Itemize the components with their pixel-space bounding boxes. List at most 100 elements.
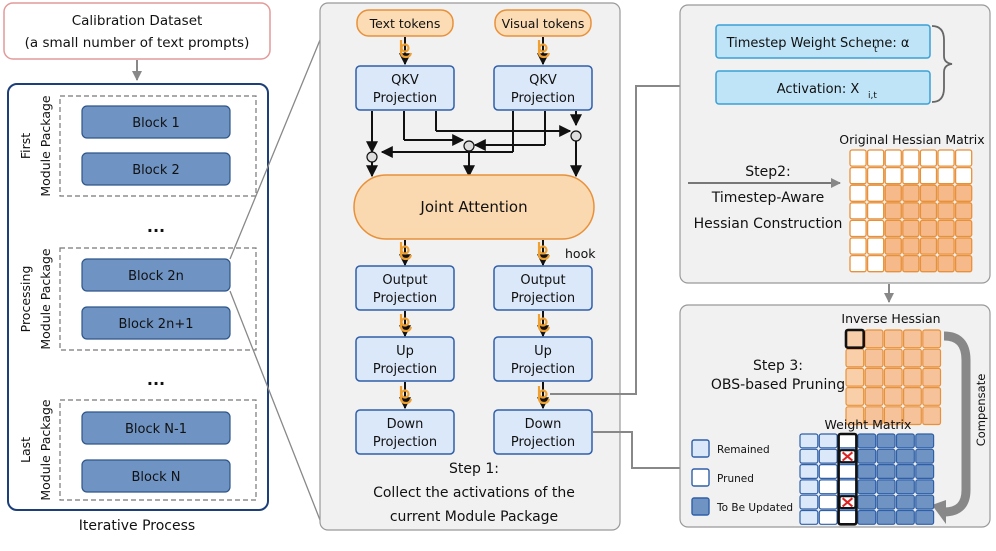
inverse-hessian-cell xyxy=(883,348,903,368)
zoom-line-top xyxy=(229,39,321,260)
hessian-cell xyxy=(849,166,867,185)
hessian-cell xyxy=(849,202,867,220)
weight-matrix-title: Weight Matrix xyxy=(825,417,912,432)
hessian-cell xyxy=(919,219,938,238)
qkv-text-line2: Projection xyxy=(373,91,437,106)
hessian-cell xyxy=(902,202,920,220)
weight-cell xyxy=(837,479,857,495)
timestep-weight-scheme-box: Timestep Weight Scheme: α t xyxy=(715,24,931,59)
hessian-cell xyxy=(866,184,885,202)
inverse-hessian-highlight xyxy=(844,328,866,350)
hessian-cell xyxy=(954,149,973,167)
activation-sub: i,t xyxy=(868,91,877,101)
processing-package-frame xyxy=(59,247,257,351)
hessian-cell xyxy=(954,184,973,202)
inverse-hessian-cell xyxy=(864,329,884,349)
weight-cell xyxy=(837,433,857,449)
hessian-cell xyxy=(884,202,902,220)
hessian-cell xyxy=(884,254,902,273)
original-hessian-title: Original Hessian Matrix xyxy=(839,132,984,147)
weight-cell xyxy=(857,509,877,525)
inverse-hessian-cell xyxy=(845,348,865,368)
hessian-cell xyxy=(954,219,973,238)
ellipsis-2: ... xyxy=(147,370,165,389)
weight-cell xyxy=(818,479,838,495)
iterative-process-frame: First Module Package Block 1 Block 2 ...… xyxy=(7,83,269,511)
last-package-label1: Last xyxy=(18,437,33,463)
activation-box: Activation: X i,t xyxy=(715,70,931,105)
weight-cell xyxy=(799,509,819,525)
weight-cell xyxy=(818,464,838,480)
step1-caption-line1: Step 1: xyxy=(449,461,499,477)
hessian-cell xyxy=(866,202,885,220)
weight-cell xyxy=(799,464,819,480)
block-n-minus-1-label: Block N-1 xyxy=(125,422,187,437)
weight-cell xyxy=(857,464,877,480)
hessian-cell xyxy=(954,254,973,273)
inverse-hessian-cell xyxy=(864,387,884,406)
last-package-frame xyxy=(59,399,257,501)
weight-matrix xyxy=(799,432,935,526)
step1-caption-line3: current Module Package xyxy=(390,509,558,525)
block-2n-plus-1 xyxy=(81,306,231,340)
hessian-cell xyxy=(866,166,885,185)
qkv-text-line1: QKV xyxy=(391,73,419,88)
processing-package-label2: Module Package xyxy=(38,248,53,350)
hessian-cell xyxy=(866,219,885,238)
hessian-cell xyxy=(866,237,885,255)
hessian-cell xyxy=(902,149,920,167)
inverse-hessian-cell xyxy=(864,406,884,426)
svg-text:Down: Down xyxy=(525,417,562,432)
hessian-cell xyxy=(902,254,920,273)
brace-icon xyxy=(931,25,953,103)
weight-cell xyxy=(876,464,896,480)
weight-cell xyxy=(915,448,935,464)
hook-label: hook xyxy=(565,246,596,261)
hessian-cell xyxy=(884,149,902,167)
inverse-hessian-cell xyxy=(902,406,922,426)
hessian-cell xyxy=(884,184,902,202)
block-2n-plus-1-label: Block 2n+1 xyxy=(119,317,194,332)
weight-cell xyxy=(818,448,838,464)
block-n-label: Block N xyxy=(131,470,180,485)
step1-caption-line2: Collect the activations of the xyxy=(373,485,575,501)
legend-swatch-pruned xyxy=(691,468,710,487)
up-projection-text: Up Projection xyxy=(355,336,455,382)
concat-nodes xyxy=(366,130,582,163)
hessian-cell xyxy=(919,166,938,185)
hessian-cell xyxy=(902,184,920,202)
hessian-cell xyxy=(849,219,867,238)
weight-cell xyxy=(876,448,896,464)
block-n xyxy=(81,459,231,493)
weight-cell xyxy=(799,479,819,495)
concat-wiring xyxy=(366,111,582,178)
weight-cell xyxy=(915,494,935,510)
inverse-hessian-cell xyxy=(864,348,884,368)
hessian-cell xyxy=(902,237,920,255)
hessian-cell xyxy=(902,166,920,185)
first-package-label1: First xyxy=(18,133,33,159)
compensate-label: Compensate xyxy=(974,374,988,447)
hessian-cell xyxy=(919,184,938,202)
inverse-hessian-cell xyxy=(845,387,865,406)
weight-cell xyxy=(895,494,915,510)
hessian-cell xyxy=(937,237,955,255)
hessian-cell xyxy=(919,237,938,255)
activation-flow-arrow xyxy=(550,81,703,395)
processing-package-label1: Processing xyxy=(18,266,33,333)
weight-cell xyxy=(818,433,838,449)
svg-text:Up: Up xyxy=(396,344,414,359)
calibration-subtitle: (a small number of text prompts) xyxy=(25,35,250,51)
weight-cell xyxy=(837,464,857,480)
hessian-cell xyxy=(902,219,920,238)
step3-label-line1: Step 3: xyxy=(753,358,803,374)
inverse-hessian-cell xyxy=(845,367,865,387)
svg-text:Up: Up xyxy=(534,344,552,359)
hessian-cell xyxy=(937,219,955,238)
inverse-hessian-cell xyxy=(902,329,922,349)
inverse-hessian-cell xyxy=(883,367,903,387)
weight-cell xyxy=(876,433,896,449)
weight-scheme-sub: t xyxy=(874,45,878,55)
ellipsis-1: ... xyxy=(147,217,165,236)
